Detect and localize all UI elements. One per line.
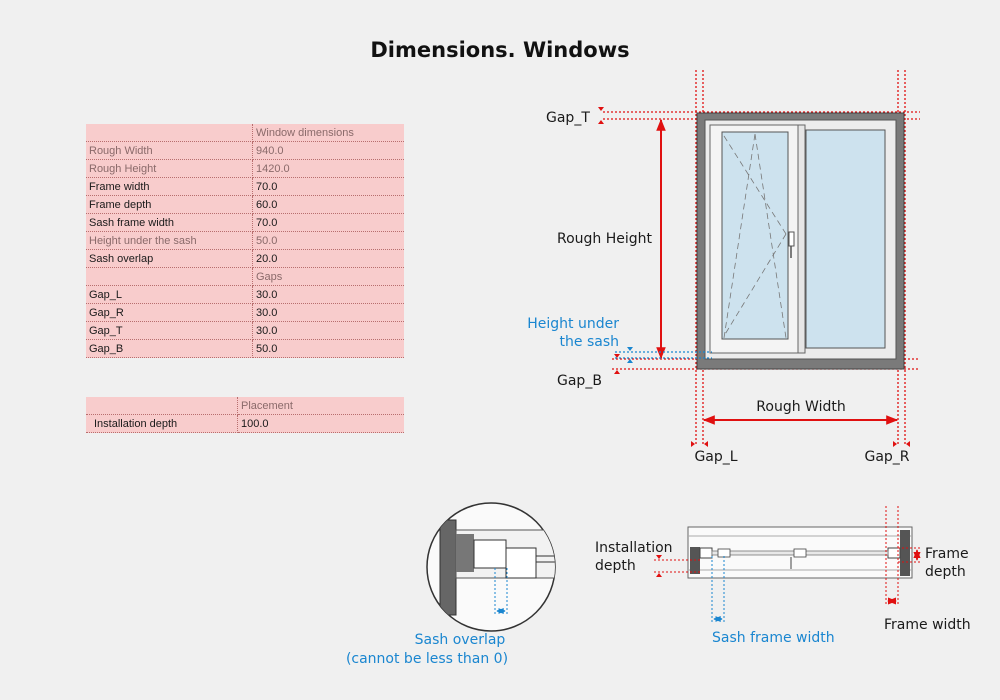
param-value[interactable]: 50.0 (252, 339, 404, 358)
sash-overlap-label-line2: (cannot be less than 0) (346, 651, 508, 667)
section-title: Gaps (252, 267, 404, 286)
param-value[interactable]: 30.0 (252, 303, 404, 322)
height-under-sash-label-line1: Height under (527, 316, 619, 332)
placement-header-row: Placement (86, 397, 404, 415)
height-under-sash-label-line2: the sash (560, 334, 619, 350)
window-elevation: Gap_T Rough Height Height under the sash… (527, 70, 920, 465)
gap-b-label: Gap_B (557, 373, 602, 389)
sash-overlap-detail: Sash overlap (cannot be less than 0) (346, 502, 556, 667)
param-label: Height under the sash (86, 231, 253, 250)
param-value: 1420.0 (252, 159, 404, 178)
param-value: 940.0 (252, 141, 404, 160)
section-title: Window dimensions (252, 124, 404, 142)
param-label: Sash frame width (86, 213, 253, 232)
placement-header: Placement (237, 397, 404, 415)
param-value[interactable]: 20.0 (252, 249, 404, 268)
param-label: Rough Width (86, 141, 253, 160)
param-label: Frame width (86, 177, 253, 196)
gap-t-label: Gap_T (546, 110, 590, 126)
param-value[interactable]: 70.0 (252, 177, 404, 196)
param-value: 50.0 (252, 231, 404, 250)
installation-depth-label: Installation depth (86, 414, 238, 433)
param-label: Gap_T (86, 321, 253, 340)
rough-height-label: Rough Height (557, 231, 653, 247)
rough-width-label: Rough Width (756, 399, 845, 415)
param-label (86, 124, 253, 142)
window-section-view: Installation depth Frame depth Sash fram… (595, 506, 971, 646)
param-label: Gap_B (86, 339, 253, 358)
frame-width-label: Frame width (884, 617, 971, 633)
sash-overlap-label-line1: Sash overlap (415, 632, 506, 648)
table-row: Installation depth 100.0 (86, 414, 404, 433)
installation-depth-label-line1: Installation (595, 540, 673, 556)
gap-r-label: Gap_R (864, 449, 909, 465)
param-value[interactable]: 60.0 (252, 195, 404, 214)
table-section-header: Gaps (86, 267, 404, 286)
param-value[interactable]: 30.0 (252, 285, 404, 304)
placement-header-label (86, 397, 238, 415)
gap-l-label: Gap_L (694, 449, 737, 465)
param-value[interactable]: 30.0 (252, 321, 404, 340)
frame-depth-label-line1: Frame (925, 546, 969, 562)
param-label: Sash overlap (86, 249, 253, 268)
param-label: Gap_R (86, 303, 253, 322)
param-label: Frame depth (86, 195, 253, 214)
page-title: Dimensions. Windows (370, 38, 630, 62)
frame-depth-label-line2: depth (925, 564, 966, 580)
placement-table: Placement Installation depth 100.0 (86, 397, 404, 433)
sash-frame-width-label: Sash frame width (712, 630, 835, 646)
param-label (86, 267, 253, 286)
table-section-header: Window dimensions (86, 124, 404, 142)
param-value[interactable]: 70.0 (252, 213, 404, 232)
installation-depth-value[interactable]: 100.0 (237, 414, 404, 433)
param-label: Gap_L (86, 285, 253, 304)
param-label: Rough Height (86, 159, 253, 178)
installation-depth-label-line2: depth (595, 558, 636, 574)
